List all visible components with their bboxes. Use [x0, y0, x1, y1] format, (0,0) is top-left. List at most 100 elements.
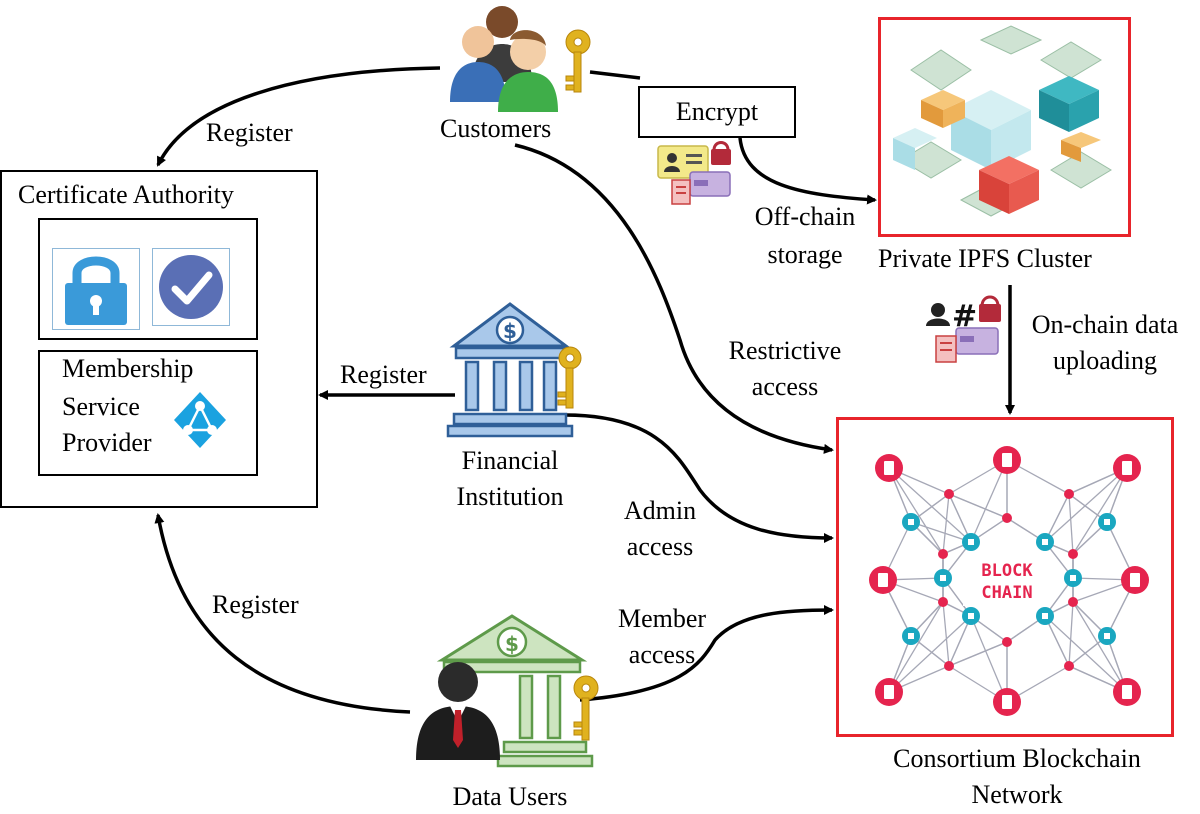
blockchain-peer-glyph — [1104, 519, 1110, 525]
restrictive-access-label-line1: Restrictive — [728, 336, 842, 365]
blockchain-link — [1044, 615, 1070, 667]
blockchain-small-node — [1068, 549, 1078, 559]
blockchain-orderer-glyph — [884, 461, 894, 475]
onchain-label-line1: On-chain data — [1031, 310, 1179, 339]
blockchain-link — [888, 467, 944, 555]
svg-text:$: $ — [505, 632, 519, 656]
blockchain-link — [948, 493, 1008, 519]
blockchain-link — [970, 459, 1008, 543]
ca-credentials-box — [38, 218, 258, 340]
msp-network-icon — [172, 390, 228, 450]
msp-label-line1: Membership — [62, 354, 194, 383]
blockchain-link — [1072, 467, 1128, 555]
blockchain-small-node — [1002, 513, 1012, 523]
blockchain-orderer-glyph — [878, 573, 888, 587]
blockchain-link — [970, 615, 1008, 703]
blockchain-peer-glyph — [968, 539, 974, 545]
customers-key-icon — [565, 29, 591, 93]
membership-service-provider-box: Membership Service Provider — [38, 350, 258, 476]
financial-institution-icon: $ — [446, 296, 586, 440]
onchain-data-icon: # — [922, 292, 1004, 364]
blockchain-link — [1068, 601, 1074, 667]
certificate-authority-title: Certificate Authority — [18, 180, 234, 209]
blockchain-logo-line1: BLOCK — [981, 561, 1033, 581]
blockchain-peer-glyph — [940, 575, 946, 581]
offchain-storage-arrow — [738, 137, 877, 205]
blockchain-small-node — [1068, 597, 1078, 607]
financial-institution-label-line2: Institution — [456, 482, 564, 511]
blockchain-link — [910, 521, 972, 543]
certificate-authority-box: Certificate Authority Membership Service… — [0, 170, 318, 508]
blockchain-link — [942, 493, 950, 555]
blockchain-link — [1044, 615, 1128, 693]
blockchain-small-node — [938, 597, 948, 607]
member-access-arrow — [579, 605, 834, 702]
data-user-person-icon — [416, 662, 500, 760]
blockchain-orderer-glyph — [1122, 685, 1132, 699]
blockchain-link — [1072, 601, 1128, 693]
onchain-label-line2: uploading — [1053, 346, 1157, 375]
member-access-label-line1: Member — [617, 604, 707, 633]
encrypt-label: Encrypt — [675, 97, 759, 126]
blockchain-peer-glyph — [968, 613, 974, 619]
restrictive-access-arrow — [514, 143, 834, 454]
admin-access-label-line1: Admin — [623, 496, 697, 525]
encrypted-data-icon — [656, 138, 736, 208]
blockchain-peer-glyph — [1042, 613, 1048, 619]
blockchain-orderer-glyph — [1002, 695, 1012, 709]
blockchain-small-node — [1064, 661, 1074, 671]
financial-institution-label-line1: Financial — [461, 446, 559, 475]
register-customers-label: Register — [206, 118, 293, 147]
offchain-storage-label-line1: Off-chain — [754, 202, 856, 231]
blockchain-link — [1044, 467, 1128, 543]
admin-access-label-line2: access — [626, 532, 694, 561]
encrypt-box: Encrypt — [638, 86, 796, 138]
customers-icon — [440, 2, 600, 114]
blockchain-small-node — [944, 661, 954, 671]
blockchain-link — [888, 601, 944, 693]
ipfs-cluster-graphic — [893, 25, 1112, 217]
lock-icon — [52, 248, 140, 330]
svg-text:$: $ — [503, 319, 517, 343]
check-icon — [152, 248, 230, 326]
ipfs-cluster-frame — [878, 17, 1131, 237]
register-financial-label: Register — [340, 360, 427, 389]
member-access-label-line2: access — [628, 640, 696, 669]
blockchain-title-line1: Consortium Blockchain — [893, 744, 1141, 773]
blockchain-peer-glyph — [908, 633, 914, 639]
blockchain-link — [888, 615, 972, 693]
blockchain-small-node — [1064, 489, 1074, 499]
blockchain-link — [888, 467, 972, 543]
blockchain-logo-bg — [963, 556, 1051, 606]
customers-label: Customers — [440, 114, 552, 143]
blockchain-orderer-glyph — [1002, 453, 1012, 467]
register-users-arrow — [154, 513, 411, 714]
blockchain-peer-glyph — [1104, 633, 1110, 639]
blockchain-peer-glyph — [1070, 575, 1076, 581]
blockchain-orderer-glyph — [884, 685, 894, 699]
blockchain-small-node — [944, 489, 954, 499]
blockchain-link — [948, 641, 1008, 667]
register-users-label: Register — [212, 590, 299, 619]
blockchain-peer-glyph — [1042, 539, 1048, 545]
blockchain-small-node — [938, 549, 948, 559]
blockchain-small-node — [1002, 637, 1012, 647]
blockchain-orderer-glyph — [1130, 573, 1140, 587]
blockchain-link — [942, 601, 950, 667]
data-users-icon: $ — [412, 610, 602, 780]
msp-label-line2: Service — [62, 392, 140, 421]
data-users-label: Data Users — [452, 782, 568, 811]
customers-to-encrypt-line — [589, 70, 641, 80]
msp-label-line3: Provider — [62, 428, 152, 457]
blockchain-orderer-glyph — [1122, 461, 1132, 475]
ipfs-cluster-label: Private IPFS Cluster — [878, 244, 1092, 273]
offchain-storage-label-line2: storage — [767, 240, 843, 269]
admin-access-arrow — [564, 413, 834, 543]
blockchain-peer-glyph — [908, 519, 914, 525]
blockchain-link — [1068, 493, 1074, 555]
blockchain-title-line2: Network — [971, 780, 1063, 809]
blockchain-link — [948, 615, 972, 667]
